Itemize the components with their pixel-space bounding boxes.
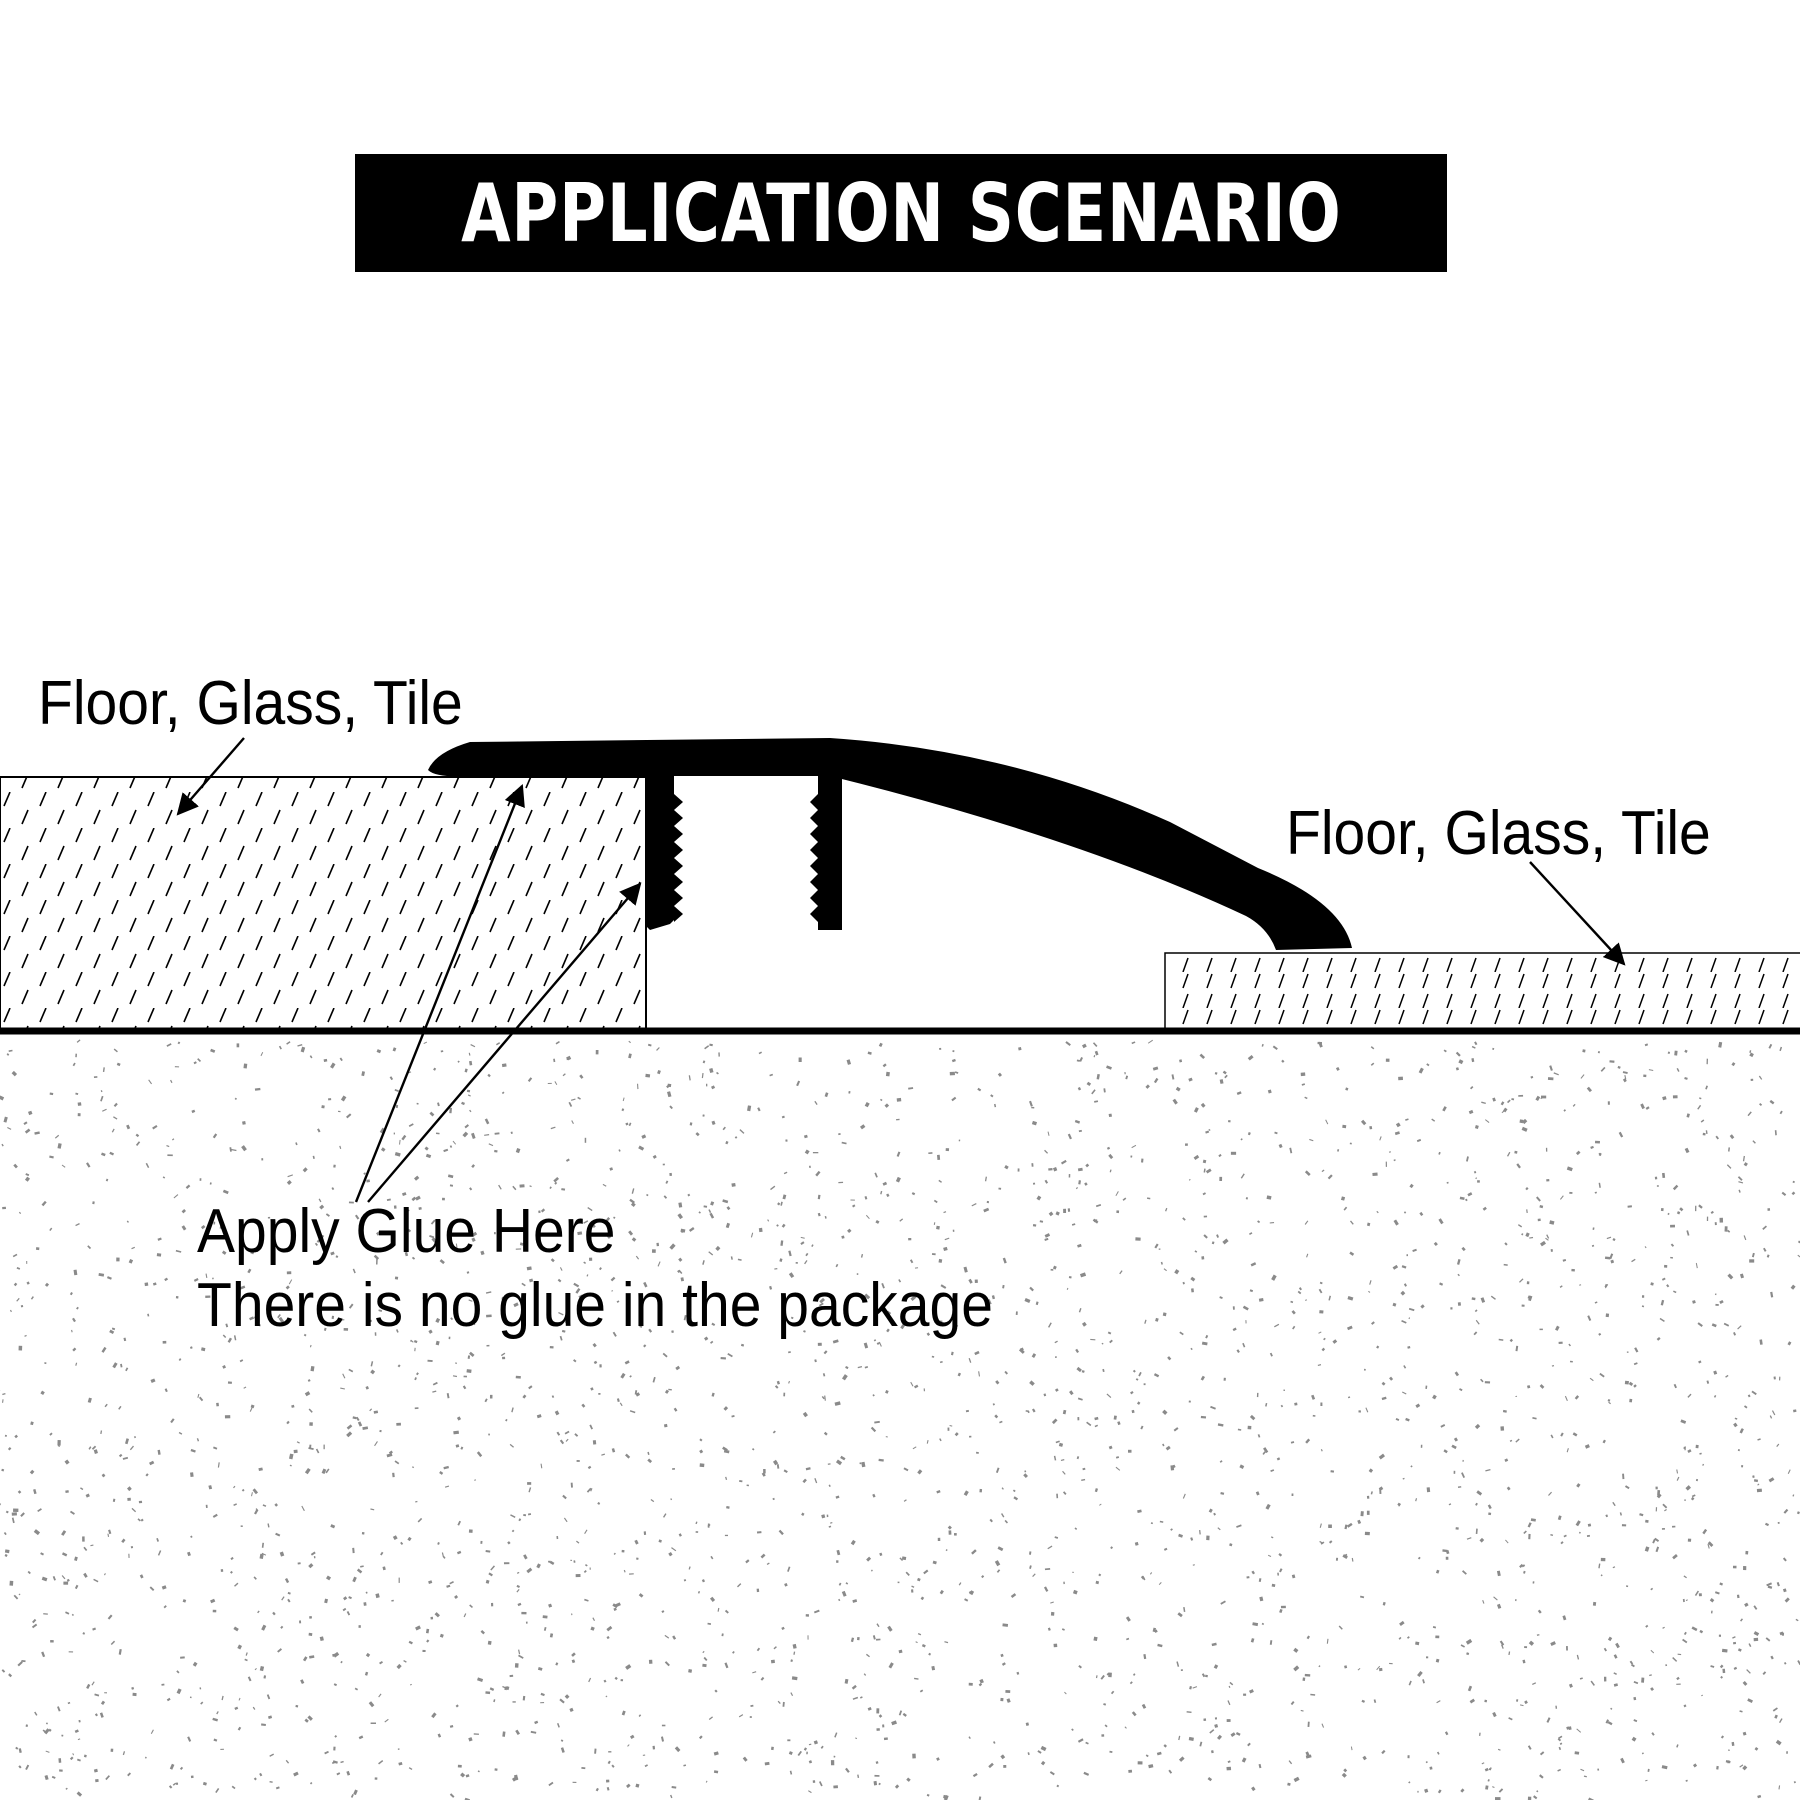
lower-floor-label: Floor, Glass, Tile [1286,799,1711,868]
page-title: APPLICATION SCENARIO [460,166,1342,260]
upper-floor-slab [0,776,647,1030]
transition-profile [428,738,1352,950]
callout-arrows [176,737,1626,1203]
glue-arrow-top [354,783,525,1203]
lower-floor-slab [1164,952,1800,1030]
title-banner: APPLICATION SCENARIO [355,154,1447,272]
glue-note-line-2: There is no glue in the package [197,1271,993,1340]
concrete-subfloor [0,1032,1800,1800]
upper-floor-arrow [176,737,245,816]
glue-note-line-1: Apply Glue Here [197,1197,616,1266]
lower-floor-arrow [1529,861,1626,966]
glue-arrow-side [367,882,642,1203]
upper-floor-label: Floor, Glass, Tile [38,669,463,738]
glue-note: Apply Glue Here There is no glue in the … [197,1195,993,1343]
concrete-speckles [0,1039,1800,1800]
